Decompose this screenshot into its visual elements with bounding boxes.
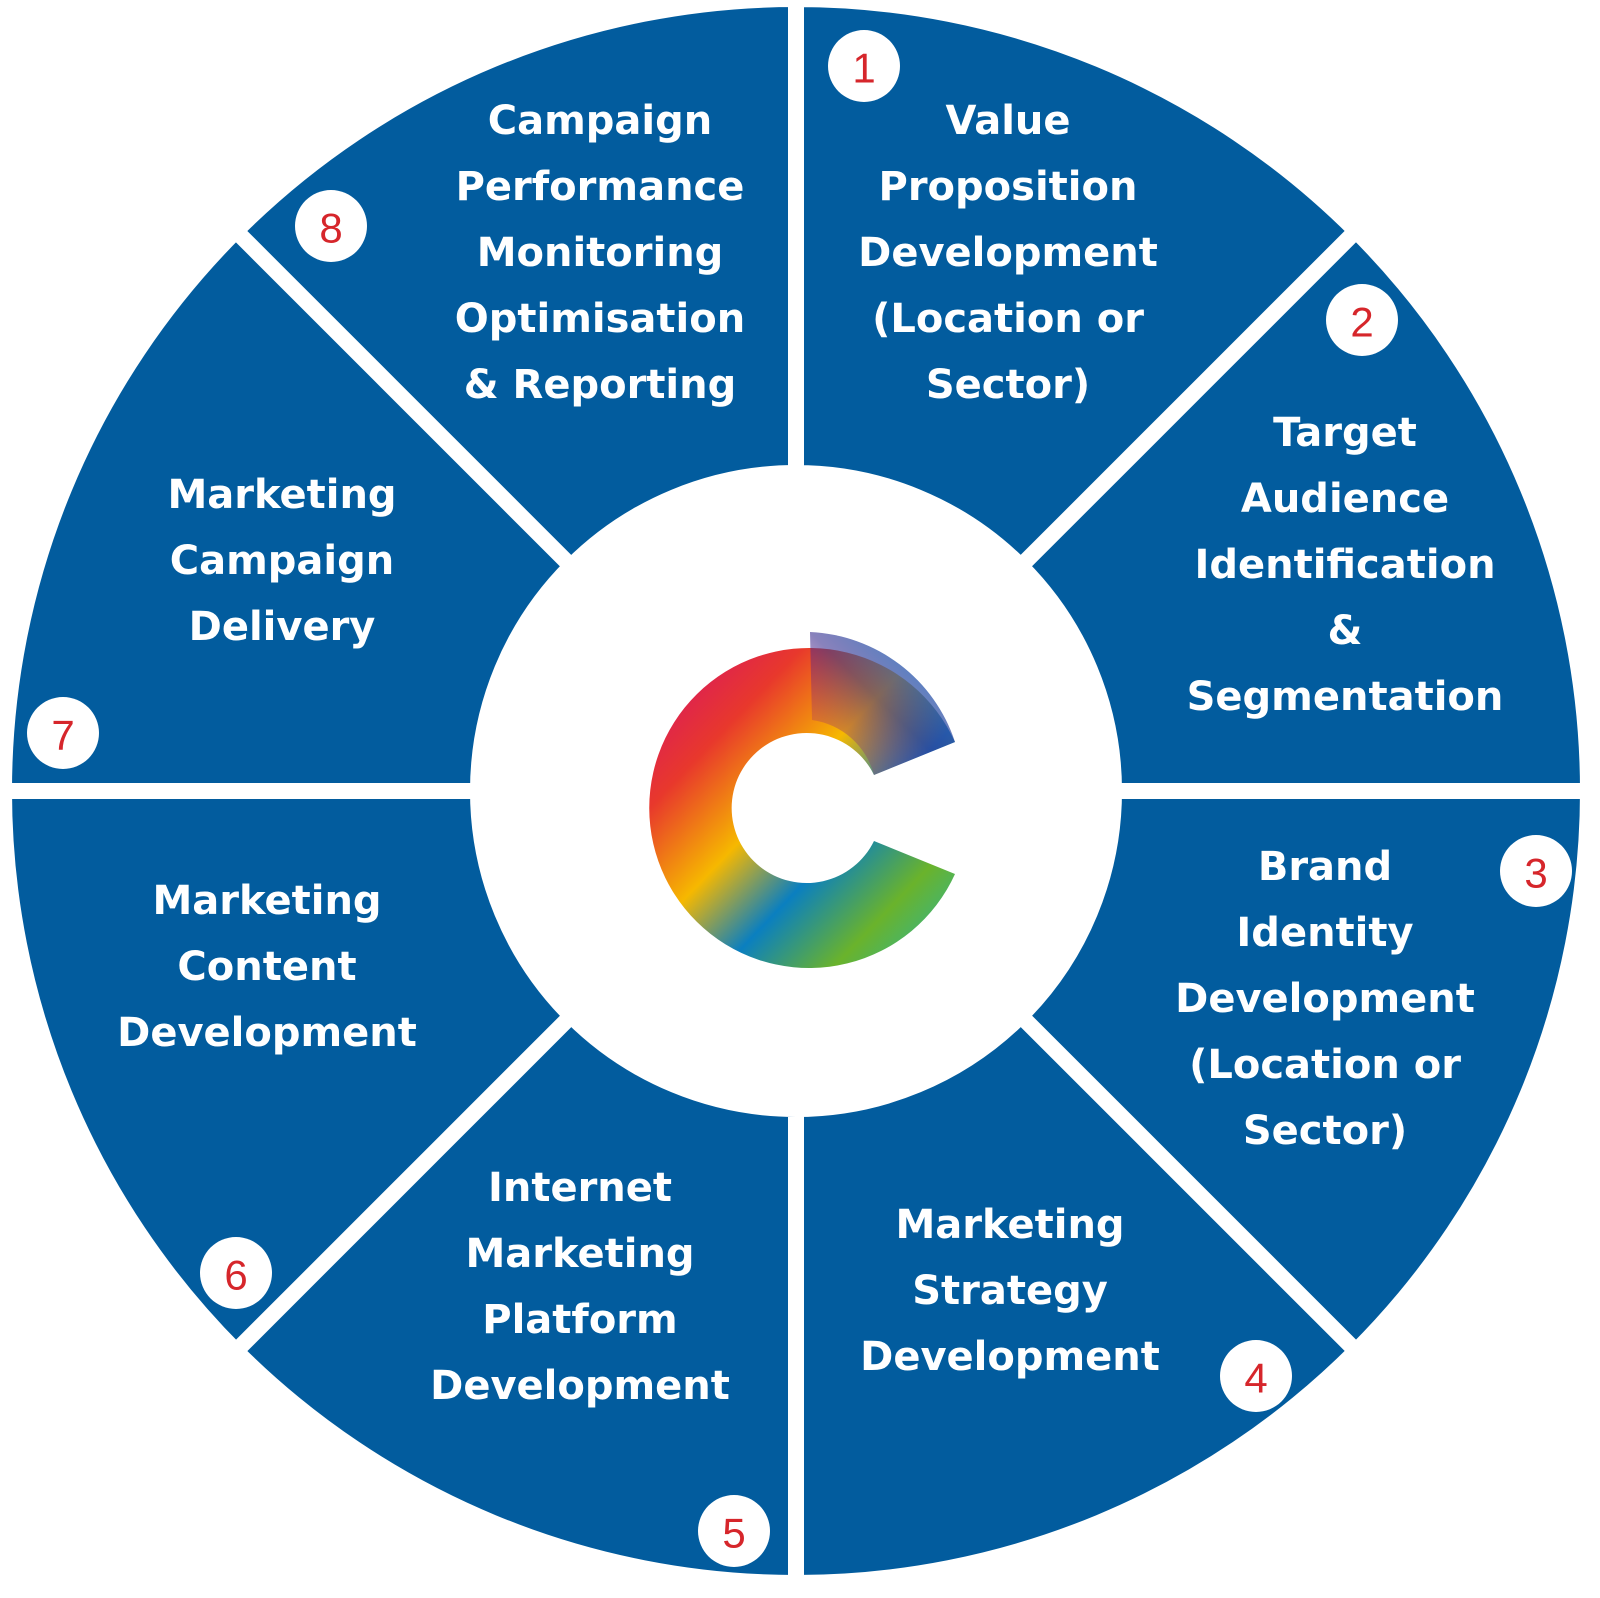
step-number-badge [200,1237,272,1309]
step-number-badge [828,30,900,102]
segment-label-line: Development [1175,976,1475,1022]
segment-label-line: Marketing [152,878,381,924]
segment-label-line: Sector) [1243,1108,1407,1154]
segment-label-line: Strategy [912,1268,1108,1314]
segment-label-line: (Location or [872,296,1144,342]
segment-label-line: Segmentation [1187,674,1504,720]
step-number: 4 [1244,1355,1267,1402]
segment-label-line: Optimisation [455,296,745,342]
step-number: 8 [319,205,342,252]
segment-label-line: Development [430,1363,730,1409]
segment-label-line: Identification [1194,542,1495,588]
segment-label-line: Marketing [895,1202,1124,1248]
step-number-badge [698,1495,770,1567]
segment-label-line: Development [860,1334,1160,1380]
segment-label-line: Delivery [189,604,376,650]
step-number: 5 [722,1510,745,1557]
step-number-badge [27,697,99,769]
segment-numbers: 1 2 3 4 5 6 7 8 [27,30,1572,1567]
segment-label-line: & Reporting [464,362,737,408]
step-number: 2 [1350,299,1373,346]
segment-label-line: Campaign [170,538,394,584]
segment-label-line: Target [1273,410,1417,456]
step-number-badge [295,190,367,262]
segment-label-line: Development [117,1010,417,1056]
multicolor-c-logo-icon [649,632,955,969]
segment-label-line: Content [177,944,356,990]
segment-label-line: Brand [1258,844,1392,890]
step-number: 3 [1524,850,1547,897]
segment-label-line: Marketing [465,1231,694,1277]
segment-label-line: Performance [456,164,745,210]
segment-label-line: Campaign [488,98,712,144]
segment-label-line: Development [858,230,1158,276]
step-number-badge [1500,835,1572,907]
segment-label-line: Sector) [926,362,1090,408]
step-number: 1 [852,45,875,92]
segment-label-line: Value [945,98,1070,144]
segment-label-line: Proposition [879,164,1138,210]
step-number: 7 [51,712,74,759]
segment-label-line: Identity [1236,910,1413,956]
segment-label-line: Marketing [167,472,396,518]
segment-label-line: (Location or [1189,1042,1461,1088]
segment-label-line: Platform [482,1297,677,1343]
segment-label-line: Monitoring [477,230,724,276]
step-number-badge [1220,1340,1292,1412]
segment-label-line: Audience [1241,476,1449,522]
segment-label-line: & [1328,608,1363,654]
step-number: 6 [224,1252,247,1299]
step-number-badge [1326,284,1398,356]
segment-label-line: Internet [488,1165,672,1211]
center-hub [478,473,1114,1109]
